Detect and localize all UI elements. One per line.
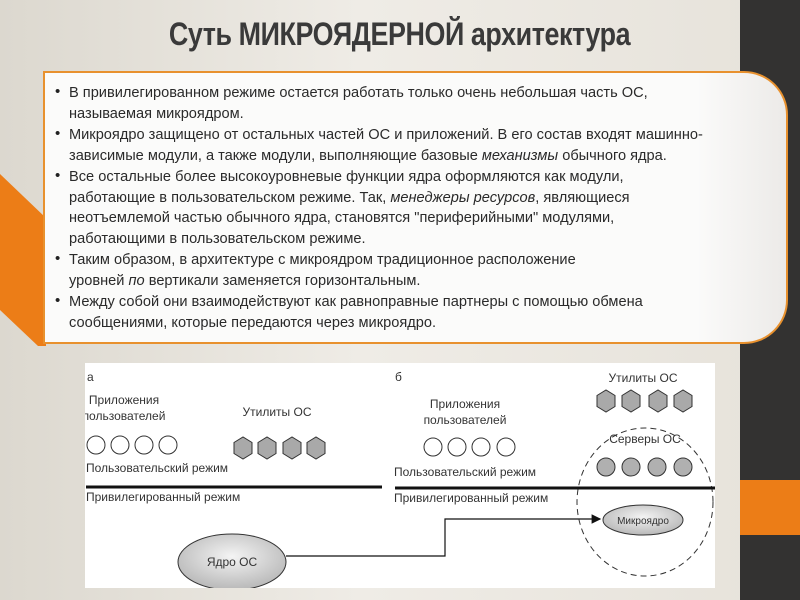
text-segment: уровней [69,272,129,289]
apps-label-b-2: пользователей [424,413,507,427]
user-mode-label-b: Пользовательский режим [394,465,536,479]
user-app-circle [496,437,516,457]
server-circle [621,457,641,477]
bullet-line: Все остальные более высокоуровневые функ… [69,167,703,188]
bullet-item: В привилегированном режиме остается рабо… [55,83,703,124]
text-segment: обычного ядра. [558,147,667,164]
architecture-diagram: а Приложения пользователей Утилиты ОС По… [83,363,715,591]
server-circle [596,457,616,477]
slide-title: Суть МИКРОЯДЕРНОЙ архитектура [0,16,800,53]
text-segment: неотъемлемой частью обычного ядра, стано… [69,210,615,226]
os-utility-hexagon [621,389,641,413]
text-segment: Все остальные более высокоуровневые функ… [69,169,624,185]
text-segment: , являющиеся [535,189,630,206]
user-app-circle [158,435,178,455]
bullet-item: Все остальные более высокоуровневые функ… [55,167,703,249]
apps-label-b-1: Приложения [430,397,500,411]
emphasized-text: по [128,272,145,289]
transition-arrow [286,514,602,557]
text-segment: работающие в пользовательском режиме. Та… [69,189,391,206]
user-app-circle [110,435,130,455]
bullet-line: сообщениями, которые передаются через ми… [69,313,703,334]
user-app-circle [134,435,154,455]
bullet-line: уровней по вертикали заменяется горизонт… [69,271,703,292]
bullet-line: зависимые модули, а также модули, выполн… [69,146,703,167]
bullet-line: неотъемлемой частью обычного ядра, стано… [69,208,703,229]
user-mode-label-a: Пользовательский режим [86,461,228,475]
os-utility-hexagon [673,389,693,413]
kernel-label: Ядро ОС [207,555,258,569]
utils-label-a: Утилиты ОС [243,405,312,419]
user-app-circle [471,437,491,457]
microkernel-label: Микроядро [617,516,669,527]
bullet-line: В привилегированном режиме остается рабо… [69,83,703,104]
os-utility-hexagon [282,436,302,460]
text-segment: В привилегированном режиме остается рабо… [69,85,648,101]
os-utility-hexagon [233,436,253,460]
bullet-list: В привилегированном режиме остается рабо… [55,83,703,334]
server-circle [673,457,693,477]
text-segment: сообщениями, которые передаются через ми… [69,314,437,331]
user-app-circle [86,435,106,455]
bullet-line: работающие в пользовательском режиме. Та… [69,188,703,209]
text-segment: называемая микроядром. [69,105,244,122]
bullet-line: Таким образом, в архитектуре с микроядро… [69,250,703,271]
content-box: В привилегированном режиме остается рабо… [43,71,788,344]
orange-chevron-decoration [0,174,46,346]
text-segment: зависимые модули, а также модули, выполн… [69,147,482,164]
text-segment: Таким образом, в архитектуре с микроядро… [69,252,576,268]
os-utility-hexagon [257,436,277,460]
emphasized-text: менеджеры ресурсов [390,189,536,206]
text-segment: работающими в пользовательском режиме. [69,230,366,247]
emphasized-text: механизмы [481,147,559,164]
bullet-line: работающими в пользовательском режиме. [69,229,703,250]
bullet-line: Между собой они взаимодействуют как равн… [69,292,703,313]
microkernel-ellipse [602,504,684,536]
priv-mode-label-a: Привилегированный режим [86,490,240,504]
text-segment: Между собой они взаимодействуют как равн… [69,294,643,310]
priv-mode-label-b: Привилегированный режим [394,491,548,505]
slide-title-text: Суть МИКРОЯДЕРНОЙ архитектура [169,16,631,52]
apps-label-a-2: пользователей [85,409,165,423]
user-app-circle [447,437,467,457]
utils-label-b: Утилиты ОС [609,371,678,385]
text-segment: Микроядро защищено от остальных частей О… [69,127,703,143]
orange-accent-block [740,480,800,535]
bullet-line: Микроядро защищено от остальных частей О… [69,125,703,146]
bullet-item: Таким образом, в архитектуре с микроядро… [55,250,703,291]
os-utility-hexagon [306,436,326,460]
os-utility-hexagon [596,389,616,413]
servers-label: Серверы ОС [609,432,681,446]
servers-dashed-boundary [576,427,714,577]
text-segment: вертикали заменяется горизонтальным. [144,272,421,289]
server-circle [647,457,667,477]
panel-a-label: а [87,370,94,384]
user-app-circle [423,437,443,457]
bullet-item: Микроядро защищено от остальных частей О… [55,125,703,166]
bullet-item: Между собой они взаимодействуют как равн… [55,292,703,333]
os-utility-hexagon [648,389,668,413]
panel-b-label: б [395,370,402,384]
apps-label-a-1: Приложения [89,393,159,407]
bullet-line: называемая микроядром. [69,104,703,125]
